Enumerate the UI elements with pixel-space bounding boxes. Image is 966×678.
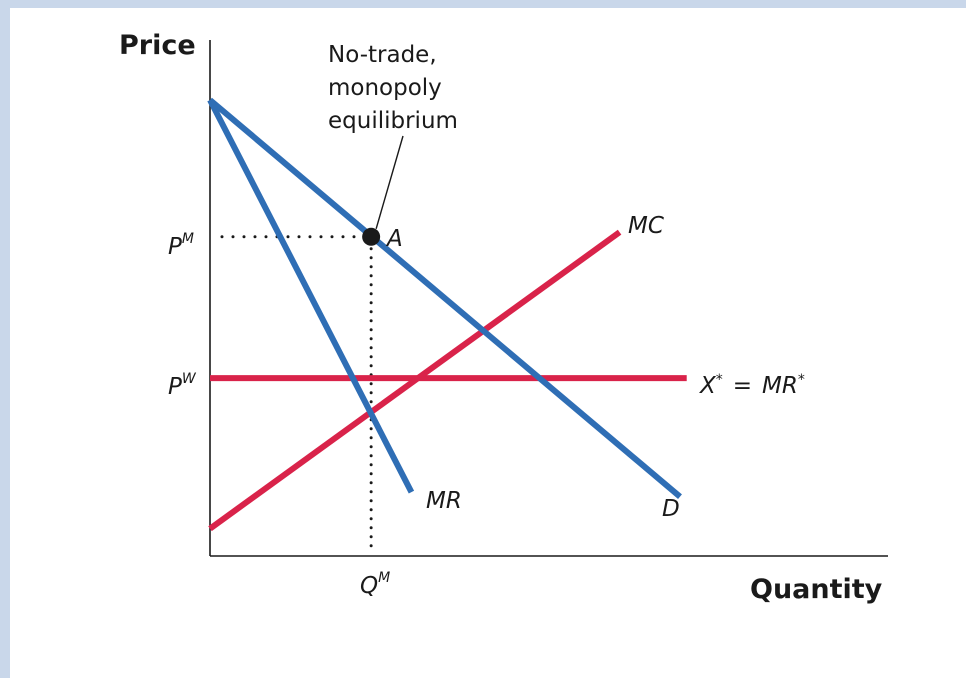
qm-sup: M bbox=[378, 570, 390, 586]
pm-sup: M bbox=[182, 231, 194, 247]
annotation-line-1: No-trade, bbox=[328, 42, 437, 68]
x-axis-title: Quantity bbox=[750, 574, 883, 605]
mr-star-sup: * bbox=[798, 372, 805, 388]
marginal-revenue-line bbox=[207, 98, 415, 494]
x-eq: = bbox=[733, 373, 752, 399]
marks bbox=[362, 227, 381, 246]
x-sup: * bbox=[716, 372, 723, 388]
qm-base: Q bbox=[360, 573, 378, 599]
annotation-line-2: monopoly bbox=[328, 75, 442, 101]
guide-lines bbox=[220, 135, 404, 554]
axes bbox=[209, 40, 888, 557]
y-axis-title: Price bbox=[119, 30, 196, 61]
mr-label: MR bbox=[426, 488, 462, 514]
annotation-leader bbox=[375, 135, 404, 229]
series-lines bbox=[207, 97, 687, 532]
mc-label: MC bbox=[628, 213, 664, 239]
equilibrium-point-a bbox=[362, 227, 381, 246]
qm-tick-label: QM bbox=[360, 570, 390, 599]
pm-base: P bbox=[168, 234, 182, 260]
monopoly-trade-chart: Price Quantity No-trade, monopoly equili… bbox=[119, 30, 888, 605]
x-base: X bbox=[699, 373, 717, 399]
point-a-label: A bbox=[385, 226, 403, 252]
pm-tick-label: PM bbox=[168, 231, 194, 260]
pw-tick-label: PW bbox=[168, 371, 197, 400]
marginal-cost-line bbox=[208, 229, 622, 532]
mr-star-base: MR bbox=[762, 373, 798, 399]
pw-sup: W bbox=[182, 371, 197, 387]
world-price-label: X*=MR* bbox=[699, 372, 805, 399]
chart-page: Price Quantity No-trade, monopoly equili… bbox=[10, 8, 966, 678]
demand-label: D bbox=[662, 496, 680, 522]
pw-base: P bbox=[168, 374, 182, 400]
annotation-line-3: equilibrium bbox=[328, 108, 458, 134]
demand-line bbox=[208, 97, 682, 500]
